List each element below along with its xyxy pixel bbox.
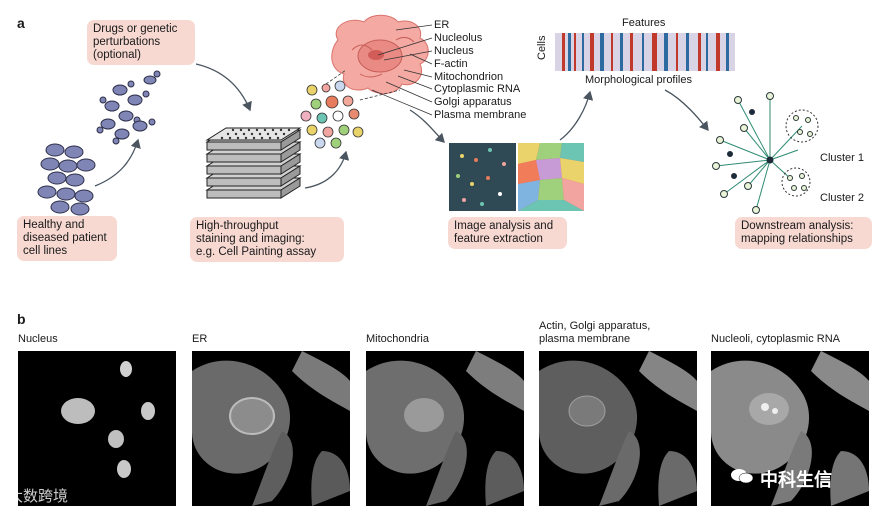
channel-title-mitochondria: Mitochondria [366,333,429,345]
channel-title-nucleus: Nucleus [18,333,58,345]
healthy-cells-icon [37,143,96,216]
step-image-analysis: Image analysis and feature extraction [448,217,567,249]
organelle-leader-lines [371,24,433,116]
perturbed-cells-icon [96,70,161,145]
wechat-icon [730,466,754,486]
panel-b-letter: b [17,311,26,327]
zoom-lines [325,69,401,101]
channel-title-nucleoli-rna: Nucleoli, cytoplasmic RNA [711,333,840,345]
organelle-label-nucleus: Nucleus [434,45,474,57]
organelle-label-f-actin: F-actin [434,58,468,70]
step-staining-imaging: High-throughput staining and imaging: e.… [190,217,344,262]
plate-wells [220,128,291,140]
micrograph-mitochondria [366,351,524,506]
micrograph-actin-golgi [539,351,697,506]
flow-arrows [94,63,709,189]
organelle-label-nucleolus: Nucleolus [434,32,483,44]
heatmap-features-label: Features [622,17,666,29]
organelle-label-golgi: Golgi apparatus [434,96,512,108]
organelle-label-mitochondrion: Mitochondrion [434,71,504,83]
micrograph-nucleus [18,351,176,506]
organelle-label-er: ER [434,19,450,31]
organelle-label-plasma-membrane: Plasma membrane [434,109,527,121]
step-cell-lines: Healthy and diseased patient cell lines [17,216,117,261]
watermark-right: 中科生信 [760,470,832,491]
channel-title-actin-golgi: Actin, Golgi apparatus, plasma membrane [539,320,651,345]
step-perturbations: Drugs or genetic perturbations (optional… [87,20,195,65]
organelle-label-cytoplasmic-rna: Cytoplasmic RNA [434,83,521,95]
panel-a-letter: a [17,15,25,31]
heatmap-profiles-label: Morphological profiles [585,74,692,86]
micrograph-er [192,351,350,506]
channel-title-er: ER [192,333,208,345]
image-analysis-icon [449,143,584,211]
heatmap-cells-label: Cells [536,35,548,60]
network-graph-icon [712,92,819,214]
step-downstream-analysis: Downstream analysis: mapping relationshi… [735,217,872,249]
stained-cells-icon [300,80,364,149]
cluster-2-label: Cluster 2 [820,192,865,204]
cluster-1-label: Cluster 1 [820,152,865,164]
heatmap-icon [555,33,735,71]
watermark-left: 大数跨境 [8,487,69,505]
micrograph-nucleoli-rna [711,351,869,506]
